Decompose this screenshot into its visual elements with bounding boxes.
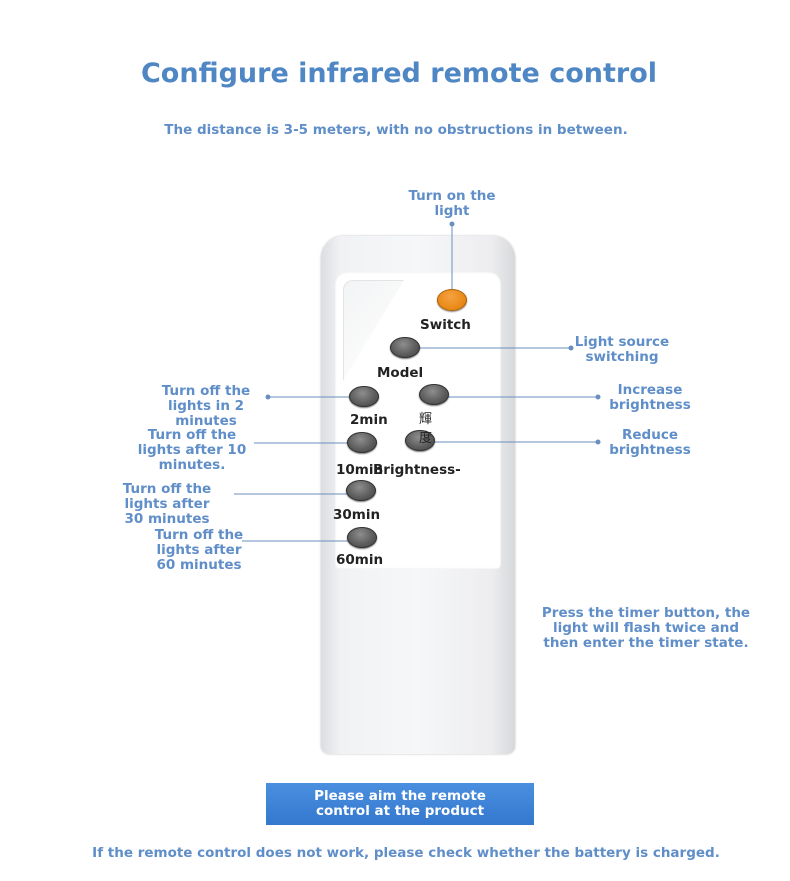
10min-label: 10min [336, 462, 384, 478]
model-label: Model [377, 365, 424, 381]
switch-button[interactable] [437, 289, 467, 311]
switch-label: Switch [420, 317, 471, 333]
dot-light-source [568, 345, 574, 351]
aim-banner-text: Please aim the remote control at the pro… [314, 788, 486, 819]
battery-note: If the remote control does not work, ple… [92, 845, 720, 861]
dot-off-2 [265, 394, 271, 400]
2min-button[interactable] [349, 386, 379, 407]
brightness-cjk-lower: 度 [419, 431, 433, 446]
brightness-cjk-upper: 輝 [419, 412, 433, 427]
10min-button[interactable] [347, 432, 377, 453]
aim-banner: Please aim the remote control at the pro… [266, 783, 534, 825]
annotation-light-source: Light source switching [574, 334, 670, 365]
60min-button[interactable] [347, 527, 377, 548]
30min-button[interactable] [346, 480, 376, 501]
distance-note: The distance is 3-5 meters, with no obst… [164, 122, 628, 138]
dot-reduce [595, 439, 601, 445]
annotation-timer-note: Press the timer button, the light will f… [541, 605, 751, 651]
brightness-minus-label: Brightness- [373, 462, 461, 478]
2min-label: 2min [350, 412, 388, 428]
dot-turn-on [449, 221, 455, 227]
30min-label: 30min [333, 507, 381, 523]
dot-increase [595, 394, 601, 400]
page-title: Configure infrared remote control [140, 58, 658, 89]
annotation-off-2: Turn off the lights in 2 minutes [161, 383, 251, 429]
brightness-minus-button[interactable] [405, 430, 435, 451]
annotation-off-60: Turn off the lights after 60 minutes [154, 527, 244, 573]
annotation-off-30: Turn off the lights after 30 minutes [122, 481, 212, 527]
annotation-increase: Increase brightness [609, 382, 691, 413]
annotation-off-10: Turn off the lights after 10 minutes. [137, 427, 247, 473]
brightness-plus-button[interactable] [419, 384, 449, 405]
annotation-turn-on: Turn on the light [408, 188, 496, 219]
60min-label: 60min [336, 552, 384, 568]
annotation-reduce: Reduce brightness [609, 427, 691, 458]
model-button[interactable] [390, 337, 420, 358]
